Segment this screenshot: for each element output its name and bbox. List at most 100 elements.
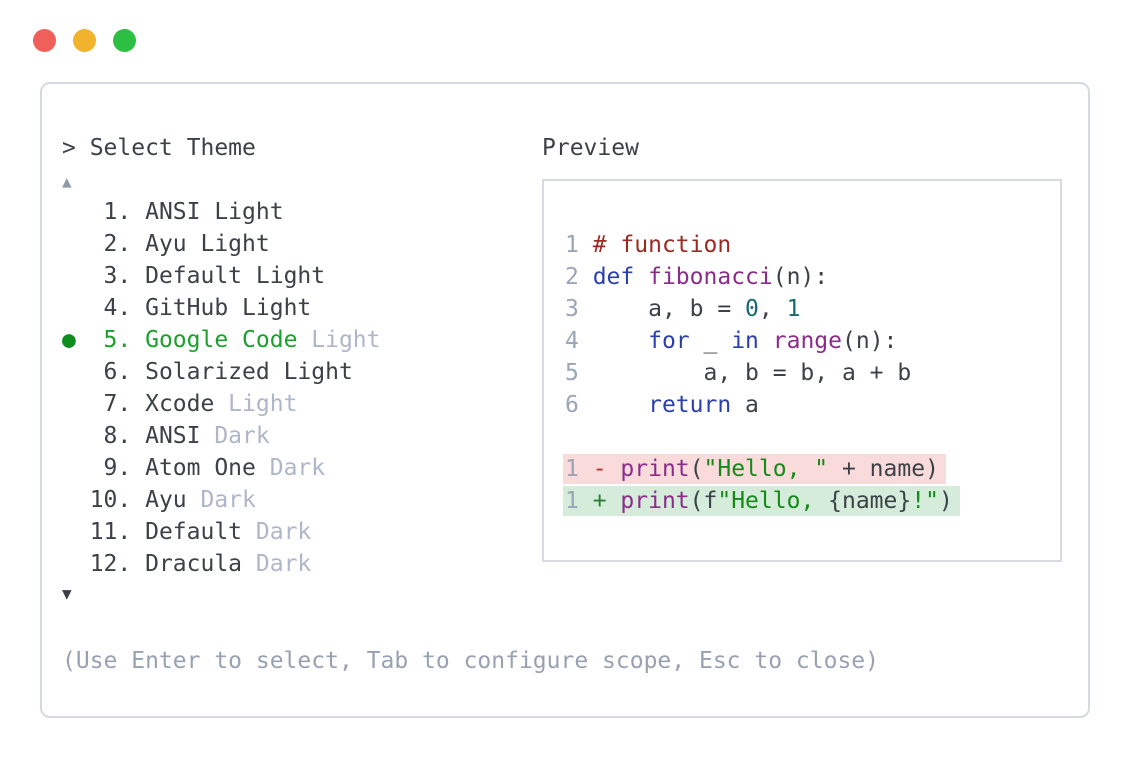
window-controls: [33, 29, 136, 52]
line-number: 1: [565, 488, 593, 514]
diff-highlight-added: 1 + print(f"Hello, {name}!"): [563, 486, 960, 516]
theme-item-name: 2. Ayu: [89, 231, 187, 257]
code-token-plus: +: [592, 488, 621, 514]
code-token-string: "Hello, ": [703, 456, 829, 482]
theme-list-column: > Select Theme ▲ 1. ANSI Light 2. Ayu Li…: [62, 132, 542, 608]
theme-item-name: 5. Google Code: [89, 327, 298, 353]
code-token-plain: [759, 328, 773, 354]
theme-list-item[interactable]: 8. ANSI Dark: [62, 420, 542, 452]
bullet-spacer: [62, 359, 90, 385]
code-token-plain: {name}: [828, 488, 912, 514]
theme-item-name: 9. Atom One: [89, 455, 256, 481]
code-token-plain: _: [689, 328, 732, 354]
code-token-plain: (f: [689, 488, 718, 514]
code-blank-line: [565, 421, 1060, 453]
code-token-comment: # function: [592, 232, 732, 258]
close-button[interactable]: [33, 29, 56, 52]
theme-item-variant: Light: [186, 231, 270, 257]
code-token-keyword: def: [592, 264, 635, 290]
theme-item-variant: Light: [242, 263, 326, 289]
diff-lines: 1 - print("Hello, " + name)1 + print(f"H…: [563, 453, 1060, 517]
code-token-plain: a: [731, 392, 759, 418]
theme-item-variant: Light: [228, 295, 312, 321]
code-token-minus: -: [592, 456, 621, 482]
theme-list-item[interactable]: 11. Default Dark: [62, 516, 542, 548]
code-token-func: print: [620, 488, 690, 514]
code-token-plain: [634, 264, 648, 290]
minimize-button[interactable]: [73, 29, 96, 52]
code-line: 2 def fibonacci(n):: [565, 261, 1060, 293]
line-number: 5: [565, 360, 593, 386]
theme-item-name: 11. Default: [89, 519, 243, 545]
code-line: 3 a, b = 0, 1: [565, 293, 1060, 325]
theme-list-item[interactable]: 9. Atom One Dark: [62, 452, 542, 484]
scroll-up-icon[interactable]: ▲: [62, 172, 72, 191]
theme-item-variant: Light: [269, 359, 353, 385]
theme-item-variant: Dark: [242, 551, 312, 577]
theme-item-name: 12. Dracula: [89, 551, 243, 577]
theme-list-item[interactable]: 2. Ayu Light: [62, 228, 542, 260]
code-token-string: !": [911, 488, 939, 514]
code-token-func: print: [620, 456, 690, 482]
theme-item-variant: Dark: [242, 519, 312, 545]
theme-item-name: 1. ANSI: [89, 199, 201, 225]
theme-item-name: 7. Xcode: [89, 391, 215, 417]
footer-hint: (Use Enter to select, Tab to configure s…: [62, 648, 879, 674]
line-number: 2: [565, 264, 593, 290]
code-token-literal: 1: [786, 296, 801, 322]
preview-title: Preview: [542, 135, 639, 161]
code-token-keyword: return: [648, 392, 732, 418]
bullet-spacer: [62, 391, 90, 417]
bullet-spacer: [62, 423, 90, 449]
bullet-spacer: [62, 231, 90, 257]
diff-line-removed: 1 - print("Hello, " + name): [563, 453, 1060, 485]
theme-item-variant: Light: [297, 327, 381, 353]
bullet-spacer: [62, 487, 90, 513]
bullet-spacer: [62, 519, 90, 545]
selected-bullet-icon: ●: [62, 327, 90, 353]
scroll-down-icon[interactable]: ▼: [62, 584, 72, 603]
theme-list: 1. ANSI Light 2. Ayu Light 3. Default Li…: [62, 196, 542, 580]
code-line: 4 for _ in range(n):: [565, 325, 1060, 357]
theme-item-name: 6. Solarized: [89, 359, 270, 385]
code-token-keyword: for: [648, 328, 690, 354]
theme-list-item[interactable]: 7. Xcode Light: [62, 388, 542, 420]
code-line: 1 # function: [565, 229, 1060, 261]
theme-list-item[interactable]: 3. Default Light: [62, 260, 542, 292]
line-number: 4: [565, 328, 593, 354]
code-token-literal: 0: [745, 296, 759, 322]
bullet-spacer: [62, 295, 90, 321]
line-number: 6: [565, 392, 593, 418]
theme-item-variant: Dark: [200, 423, 270, 449]
picker-title: > Select Theme: [62, 135, 256, 161]
theme-item-variant: Light: [200, 199, 284, 225]
theme-list-item[interactable]: 4. GitHub Light: [62, 292, 542, 324]
theme-item-variant: Dark: [186, 487, 256, 513]
maximize-button[interactable]: [113, 29, 136, 52]
theme-list-item[interactable]: 1. ANSI Light: [62, 196, 542, 228]
theme-picker-dialog: > Select Theme ▲ 1. ANSI Light 2. Ayu Li…: [40, 82, 1090, 718]
theme-list-item[interactable]: 12. Dracula Dark: [62, 548, 542, 580]
bullet-spacer: [62, 263, 90, 289]
code-line: 6 return a: [565, 389, 1060, 421]
code-token-plain: a, b = b, a + b: [592, 360, 912, 386]
theme-item-variant: Dark: [255, 455, 326, 481]
theme-list-item[interactable]: 10. Ayu Dark: [62, 484, 542, 516]
code-line: 5 a, b = b, a + b: [565, 357, 1060, 389]
line-number: 3: [565, 296, 593, 322]
theme-list-item[interactable]: ● 5. Google Code Light: [62, 324, 542, 356]
code-token-string: "Hello,: [717, 488, 829, 514]
line-number: 1: [565, 232, 593, 258]
code-token-plain: (: [689, 456, 704, 482]
code-token-func: range: [772, 328, 842, 354]
code-token-plain: + name): [828, 456, 939, 482]
code-token-plain: [593, 328, 648, 354]
bullet-spacer: [62, 551, 90, 577]
code-token-plain: (n):: [772, 264, 829, 290]
theme-item-name: 3. Default: [89, 263, 243, 289]
theme-item-name: 4. GitHub: [89, 295, 229, 321]
code-token-plain: (n):: [842, 328, 898, 354]
theme-list-item[interactable]: 6. Solarized Light: [62, 356, 542, 388]
